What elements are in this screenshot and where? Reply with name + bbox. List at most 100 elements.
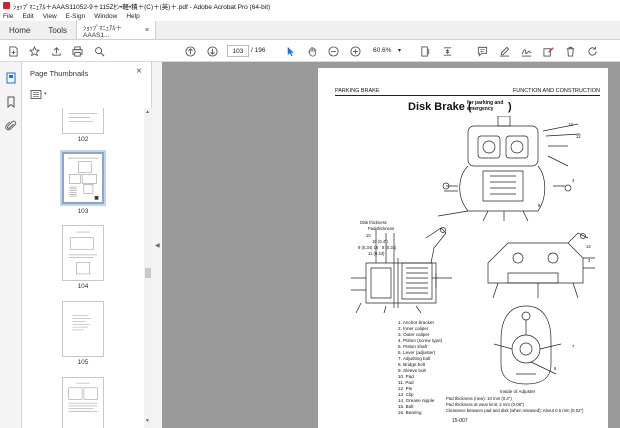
zoom-level-dropdown[interactable]: 60.6% xyxy=(373,47,392,54)
menu-edit[interactable]: Edit xyxy=(22,12,34,20)
legend-item: 15. Bolt xyxy=(398,404,414,409)
attachments-icon[interactable] xyxy=(5,120,17,132)
thumbnail-page-105[interactable] xyxy=(62,301,104,357)
callout-12: 12 xyxy=(576,134,581,139)
panel-title: Page Thumbnails xyxy=(30,69,89,78)
zoom-in-icon xyxy=(349,45,361,57)
menu-bar: File Edit View E-Sign Window Help xyxy=(0,11,620,21)
page-number-label: 15-007 xyxy=(452,418,468,424)
spec-notes: Pad thickness (new): 10 mm (0.4") Pad th… xyxy=(446,396,583,414)
options-menu-icon xyxy=(30,89,42,99)
arrow-down-circle-icon xyxy=(206,45,218,57)
menu-file[interactable]: File xyxy=(3,12,14,20)
thumbnails-scrollbar[interactable]: ▲ ▼ xyxy=(144,108,152,428)
zoom-chevron-down-icon[interactable]: ▾ xyxy=(398,48,402,54)
menu-esign[interactable]: E-Sign xyxy=(65,12,86,20)
hand-tool-button[interactable] xyxy=(305,44,319,58)
parts-legend: 1. Anchor bracket 2. Inner caliper 3. Ou… xyxy=(398,320,442,416)
bookmark-star-button[interactable] xyxy=(27,44,41,58)
hand-icon xyxy=(307,46,316,56)
callout-6: 6 xyxy=(554,366,557,371)
zoom-out-button[interactable] xyxy=(326,44,340,58)
menu-window[interactable]: Window xyxy=(94,12,118,20)
dim-10-in: 10 (0.4") xyxy=(372,239,388,244)
legend-item: 2. Inner caliper xyxy=(398,326,429,331)
thumbnail-label: 105 xyxy=(77,359,89,366)
page-total: / 196 xyxy=(251,47,266,54)
zoom-out-icon xyxy=(327,45,339,57)
page-thumbnails-panel: Page Thumbnails × ▾ 102 103 104 105 ▲ xyxy=(22,62,152,428)
upload-icon xyxy=(51,46,61,56)
dim-8: 8 (0.34) xyxy=(382,245,397,250)
page-number-input[interactable]: 103 xyxy=(227,45,249,57)
document-viewer[interactable]: PARKING BRAKE FUNCTION AND CONSTRUCTION … xyxy=(162,62,620,428)
tab-home[interactable]: Home xyxy=(9,25,31,35)
highlight-button[interactable] xyxy=(497,44,511,58)
signature-icon xyxy=(521,48,531,57)
legend-item: 9. Sleeve bolt xyxy=(398,368,426,373)
scroll-mode-button[interactable] xyxy=(440,44,454,58)
page-fit-icon xyxy=(420,45,429,57)
thumbnail-page-104[interactable] xyxy=(62,225,104,281)
thumbnail-page-102[interactable] xyxy=(62,108,104,134)
scroll-down-icon[interactable]: ▼ xyxy=(145,418,150,424)
previous-page-button[interactable] xyxy=(183,44,197,58)
pen-icon xyxy=(499,46,509,57)
legend-item: 5. Piston shaft xyxy=(398,344,428,349)
legend-item: 8. Bridge bolt xyxy=(398,362,426,367)
page-header-right: FUNCTION AND CONSTRUCTION xyxy=(512,88,600,94)
scroll-mode-icon xyxy=(443,46,451,56)
subtitle-line-2: emergency xyxy=(467,105,494,112)
page-title-subtitle: for parking and emergency xyxy=(467,100,504,112)
callout-7: 7 xyxy=(572,344,575,349)
tab-close-icon[interactable]: × xyxy=(144,26,150,34)
caliper-section-drawing xyxy=(351,227,452,313)
legend-item: 7. Adjusting bolt xyxy=(398,356,431,361)
subtitle-line-1: for parking and xyxy=(467,100,504,106)
legend-item: 3. Outer caliper xyxy=(398,332,430,337)
search-button[interactable] xyxy=(92,44,106,58)
dim-10: 10 xyxy=(366,233,371,238)
edit-pdf-button[interactable] xyxy=(541,44,555,58)
callout-8: 8 xyxy=(538,203,541,208)
page-thumbnails-icon[interactable] xyxy=(5,72,17,84)
panel-splitter[interactable]: ◀ xyxy=(152,62,162,428)
thumbnail-page-106[interactable] xyxy=(62,377,104,428)
collapse-panel-icon[interactable]: ◀ xyxy=(155,243,160,249)
label-pad-thickness: Pad thickness xyxy=(368,226,395,231)
acrobat-logo-icon xyxy=(3,2,10,9)
tab-document-label: ｼｮｯﾌﾟﾏﾆｭｱﾙ＋AAAS1... xyxy=(83,24,123,39)
options-chevron-down-icon: ▾ xyxy=(44,91,47,97)
tab-bar: Home Tools ｼｮｯﾌﾟﾏﾆｭｱﾙ＋AAAS1... × xyxy=(0,21,620,40)
print-icon xyxy=(71,45,83,57)
zoom-in-button[interactable] xyxy=(348,44,362,58)
edit-pdf-icon xyxy=(542,46,554,57)
scrollbar-thumb[interactable] xyxy=(145,268,151,278)
tab-document[interactable]: ｼｮｯﾌﾟﾏﾆｭｱﾙ＋AAAS1... × xyxy=(76,21,157,39)
comment-button[interactable] xyxy=(475,44,489,58)
thumbnail-page-103[interactable] xyxy=(60,150,106,206)
legend-item: 12. Pin xyxy=(398,386,413,391)
panel-close-icon[interactable]: × xyxy=(136,66,142,77)
next-page-button[interactable] xyxy=(205,44,219,58)
menu-view[interactable]: View xyxy=(42,12,57,20)
create-pdf-button[interactable] xyxy=(6,44,20,58)
main-toolbar: 103 / 196 60.6% ▾ xyxy=(0,40,620,62)
tab-tools[interactable]: Tools xyxy=(48,25,68,35)
thumbnails-list: 102 103 104 105 xyxy=(22,108,144,428)
scroll-up-icon[interactable]: ▲ xyxy=(145,109,150,115)
bookmarks-icon[interactable] xyxy=(5,96,17,109)
menu-help[interactable]: Help xyxy=(126,12,140,20)
thumbnail-options-button[interactable]: ▾ xyxy=(30,89,48,99)
print-button[interactable] xyxy=(70,44,84,58)
page-header-left: PARKING BRAKE xyxy=(335,88,380,94)
upload-button[interactable] xyxy=(49,44,63,58)
legend-item: 14. Grease nipple xyxy=(398,398,435,403)
rotate-button[interactable] xyxy=(585,44,599,58)
thumbnail-label: 104 xyxy=(77,283,89,290)
select-tool-button[interactable] xyxy=(283,44,297,58)
delete-button[interactable] xyxy=(563,44,577,58)
header-rule xyxy=(335,95,600,96)
sign-button[interactable] xyxy=(519,44,533,58)
page-display-button[interactable] xyxy=(418,44,432,58)
